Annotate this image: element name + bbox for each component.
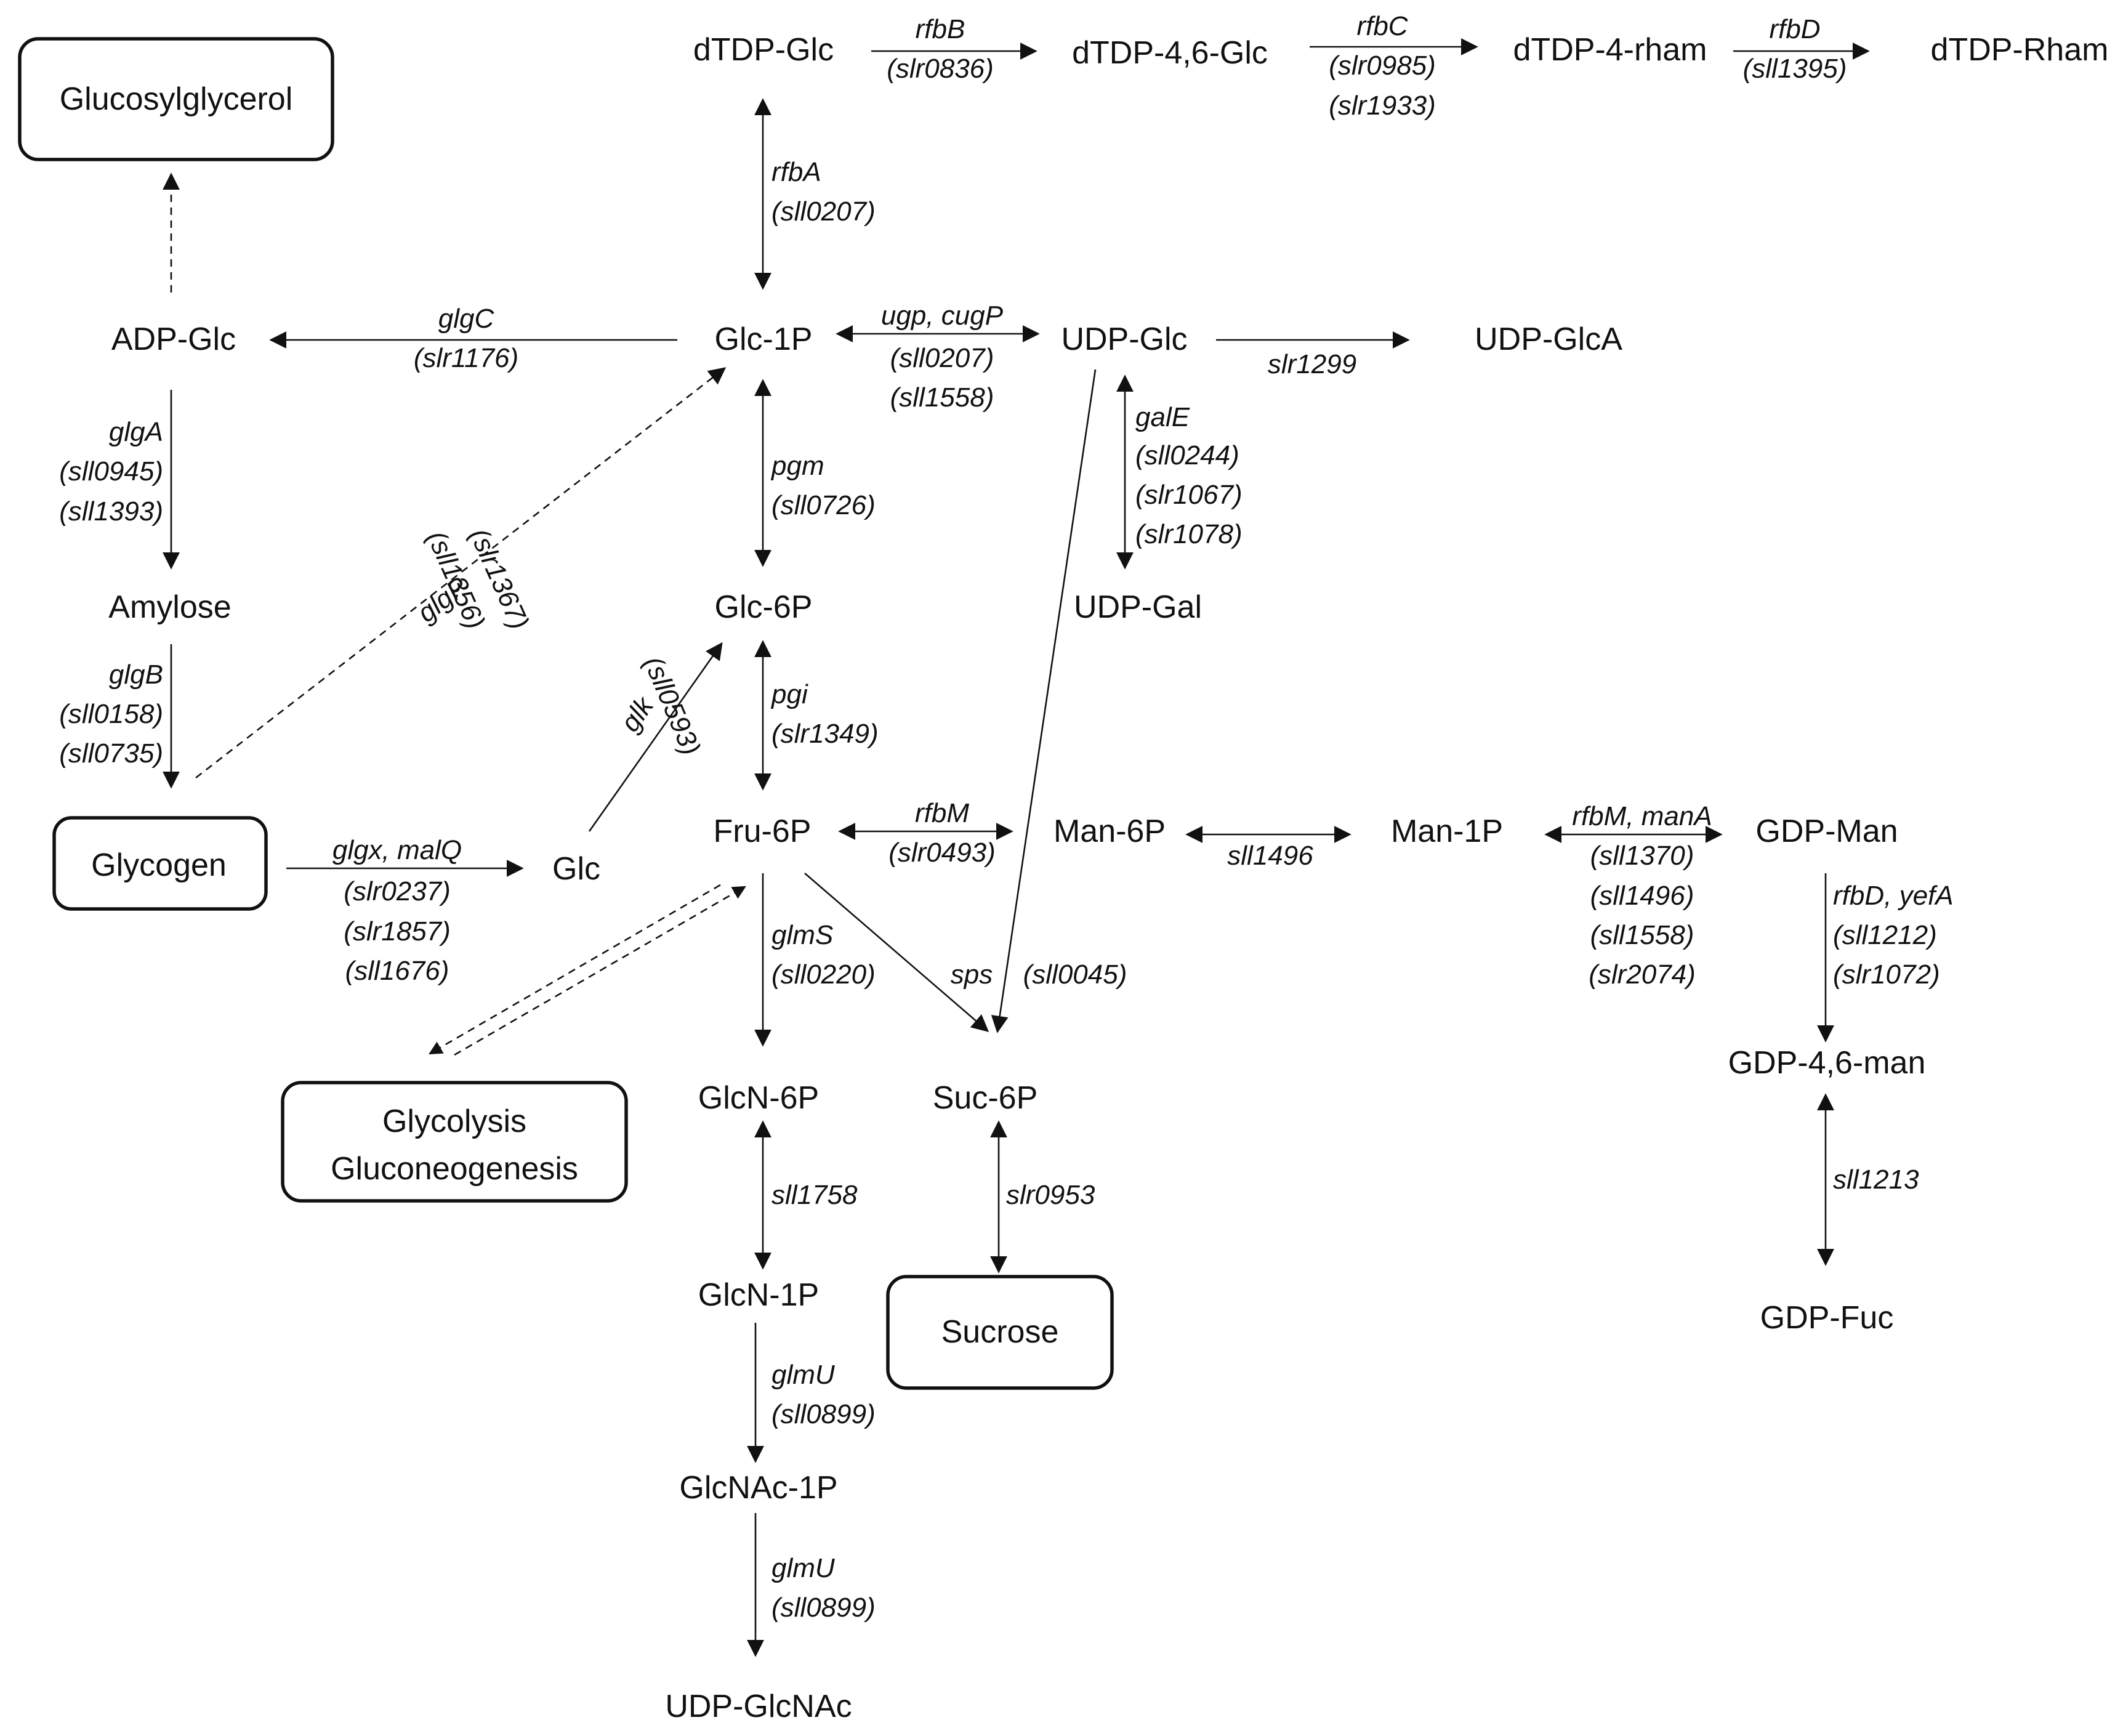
node-udp-glca: UDP-GlcA [1475, 321, 1622, 357]
node-fru-6p: Fru-6P [714, 813, 812, 849]
enzyme-rfbM-manA-locus-4: (slr2074) [1589, 959, 1696, 990]
enzyme-rfbD-locus: (sll1395) [1743, 54, 1847, 84]
enzyme-rfbB-gene: rfbB [916, 14, 965, 44]
node-udp-glc: UDP-Glc [1061, 321, 1187, 357]
enzyme-rfbA-locus: (sll0207) [771, 196, 876, 227]
node-dtdp-4-rham: dTDP-4-rham [1513, 32, 1707, 68]
enzyme-galE-locus-3: (slr1078) [1135, 519, 1243, 549]
enzyme-sll1496: sll1496 [1227, 841, 1313, 871]
enzyme-rfbM-manA-gene: rfbM, manA [1572, 801, 1712, 831]
enzyme-glgA-locus-1: (sll0945) [59, 456, 163, 486]
node-gdp-man: GDP-Man [1755, 813, 1898, 849]
node-dtdp-46-glc: dTDP-4,6-Glc [1072, 35, 1268, 71]
enzyme-glgx-locus-3: (sll1676) [345, 956, 449, 986]
node-sucrose: Sucrose [941, 1314, 1059, 1350]
arrow-glycolysis-fru6p [454, 886, 746, 1056]
node-glycogen: Glycogen [91, 847, 227, 883]
node-gdp-46-man: GDP-4,6-man [1728, 1045, 1926, 1081]
enzyme-slr1299: slr1299 [1268, 349, 1356, 379]
enzyme-glgx-locus-2: (slr1857) [344, 916, 451, 947]
enzyme-rfbD-gene: rfbD [1769, 14, 1820, 44]
enzyme-rfbM-manA-locus-2: (sll1496) [1590, 881, 1694, 911]
node-glc-6p: Glc-6P [715, 589, 813, 625]
enzyme-ugp-locus-1: (sll0207) [890, 343, 994, 373]
enzyme-galE-locus-2: (slr1067) [1135, 480, 1243, 510]
enzyme-glgA-gene: glgA [109, 417, 163, 447]
enzyme-glgC-locus: (slr1176) [414, 343, 518, 373]
sucrose-box [886, 1275, 1114, 1390]
node-adp-glc: ADP-Glc [111, 321, 236, 357]
enzyme-galE-gene: galE [1135, 402, 1190, 432]
node-gdp-fuc: GDP-Fuc [1760, 1300, 1894, 1336]
enzyme-labels: rfbB (slr0836) rfbC (slr0985) (slr1933) … [59, 11, 1953, 1623]
enzyme-sll1758: sll1758 [771, 1180, 858, 1210]
enzyme-rfbM-manA-locus-3: (sll1558) [1590, 920, 1694, 950]
glucosylglycerol-box [18, 37, 334, 161]
enzyme-glmU-2-gene: glmU [771, 1553, 835, 1583]
enzyme-rfbB-locus: (slr0836) [887, 54, 994, 84]
node-glcn-1p: GlcN-1P [698, 1277, 819, 1313]
enzyme-glgB-gene: glgB [109, 660, 163, 690]
enzyme-sps-gene: sps [951, 959, 993, 990]
enzyme-rfbD-yefA-gene: rfbD, yefA [1833, 881, 1954, 911]
arrow-glycogen-glc1p [195, 367, 727, 779]
enzyme-rfbM-manA-locus-1: (sll1370) [1590, 841, 1694, 871]
node-glc-1p: Glc-1P [715, 321, 813, 357]
node-glucosylglycerol: Glucosylglycerol [60, 81, 293, 117]
enzyme-rfbA-gene: rfbA [771, 157, 821, 187]
node-man-6p: Man-6P [1053, 813, 1166, 849]
arrow-fru6p-glycolysis [429, 884, 721, 1055]
enzyme-glmU-2-locus: (sll0899) [771, 1593, 876, 1623]
node-dtdp-glc: dTDP-Glc [693, 32, 834, 68]
node-amylose: Amylose [108, 589, 231, 625]
enzyme-sll1213: sll1213 [1833, 1165, 1919, 1195]
enzyme-glmU-1-locus: (sll0899) [771, 1399, 876, 1429]
enzyme-rfbC-gene: rfbC [1356, 11, 1408, 41]
enzyme-slr0953: slr0953 [1006, 1180, 1095, 1210]
enzyme-glmU-1-gene: glmU [771, 1360, 835, 1390]
glycogen-box [52, 816, 268, 911]
enzyme-sps-locus: (sll0045) [1023, 959, 1127, 990]
enzyme-glgB-locus-1: (sll0158) [59, 699, 163, 729]
node-suc-6p: Suc-6P [933, 1080, 1038, 1116]
enzyme-pgm-locus: (sll0726) [771, 490, 876, 520]
node-gluconeogenesis: Gluconeogenesis [331, 1151, 578, 1187]
glycolysis-box [281, 1081, 628, 1203]
enzyme-rfbD-yefA-locus-1: (sll1212) [1833, 920, 1937, 950]
enzyme-glgx-locus-1: (slr0237) [344, 876, 451, 906]
node-glc: Glc [552, 851, 600, 887]
arrow-glc-glc6p [588, 642, 723, 832]
enzyme-pgi-locus: (slr1349) [771, 719, 879, 749]
enzyme-galE-locus-1: (sll0244) [1135, 440, 1239, 470]
node-udp-gal: UDP-Gal [1074, 589, 1202, 625]
enzyme-glgC-gene: glgC [438, 304, 495, 334]
node-dtdp-rham: dTDP-Rham [1931, 32, 2109, 68]
enzyme-ugp-gene: ugp, cugP [881, 301, 1004, 331]
arrow-udpglc-suc6p [991, 369, 1097, 1033]
enzyme-glgB-locus-2: (sll0735) [59, 738, 163, 769]
enzyme-rfbC-locus-1: (slr0985) [1329, 50, 1436, 81]
enzyme-pgi-gene: pgi [770, 679, 808, 709]
enzyme-glgA-locus-2: (sll1393) [59, 496, 163, 527]
node-glcn-6p: GlcN-6P [698, 1080, 819, 1116]
enzyme-rfbM-locus: (slr0493) [888, 838, 996, 868]
arrows [163, 38, 1870, 1657]
enzyme-glgx-gene: glgx, malQ [332, 835, 462, 865]
metabolite-labels: dTDP-Glc dTDP-4,6-Glc dTDP-4-rham dTDP-R… [60, 32, 2109, 1724]
node-udp-glcnac: UDP-GlcNAc [665, 1689, 852, 1724]
node-man-1p: Man-1P [1391, 813, 1503, 849]
node-glcnac-1p: GlcNAc-1P [679, 1470, 837, 1506]
node-glycolysis: Glycolysis [382, 1104, 526, 1139]
enzyme-rfbM-gene: rfbM [915, 798, 969, 828]
enzyme-pgm-gene: pgm [770, 451, 824, 481]
arrow-fru6p-suc6p [804, 873, 989, 1032]
enzyme-rfbD-yefA-locus-2: (slr1072) [1833, 959, 1940, 990]
enzyme-ugp-locus-2: (sll1558) [890, 382, 994, 413]
enzyme-rfbC-locus-2: (slr1933) [1329, 91, 1436, 121]
enzyme-glmS-locus: (sll0220) [771, 959, 876, 990]
enzyme-glmS-gene: glmS [771, 920, 833, 950]
